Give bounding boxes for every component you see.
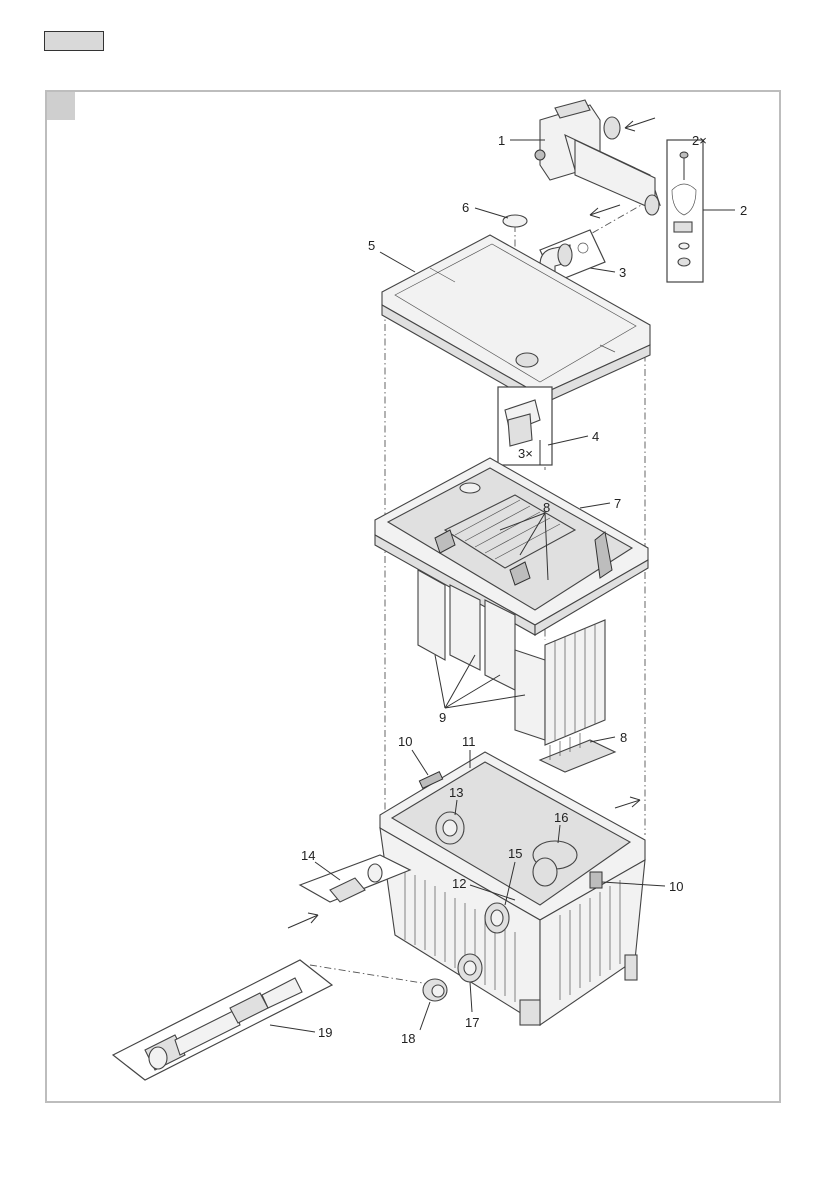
label-5: 5 <box>368 238 375 253</box>
part-19-extension-set <box>113 960 332 1080</box>
label-11: 11 <box>462 734 476 749</box>
label-9: 9 <box>439 710 446 725</box>
label-10-left: 10 <box>398 734 412 749</box>
label-19: 19 <box>318 1025 332 1040</box>
part-18-cap <box>423 979 447 1001</box>
label-12: 12 <box>452 876 466 891</box>
label-1: 1 <box>498 133 505 148</box>
part-13-inner-fitting <box>436 812 464 844</box>
label-14: 14 <box>301 848 315 863</box>
label-10-right: 10 <box>669 879 683 894</box>
part-11-filter-housing <box>380 752 645 1025</box>
part-1-uv-clarifier <box>535 100 660 215</box>
label-8-top: 8 <box>543 500 550 515</box>
label-8-bottom: 8 <box>620 730 627 745</box>
label-13: 13 <box>449 785 463 800</box>
part-5-lid <box>382 235 650 405</box>
label-6: 6 <box>462 200 469 215</box>
part-17-outlet-fitting <box>458 954 482 982</box>
part-2-mounting-kit <box>667 140 703 282</box>
label-18: 18 <box>401 1031 415 1046</box>
label-2-quantity: 2× <box>692 133 707 148</box>
part-6-cap <box>503 215 527 227</box>
label-17: 17 <box>465 1015 479 1030</box>
label-3: 3 <box>619 265 626 280</box>
label-15: 15 <box>508 846 522 861</box>
label-16: 16 <box>554 810 568 825</box>
label-7: 7 <box>614 496 621 511</box>
label-3-quantity: 3× <box>518 446 533 461</box>
part-10-clamp-right <box>590 872 602 888</box>
label-4: 4 <box>592 429 599 444</box>
label-2: 2 <box>740 203 747 218</box>
